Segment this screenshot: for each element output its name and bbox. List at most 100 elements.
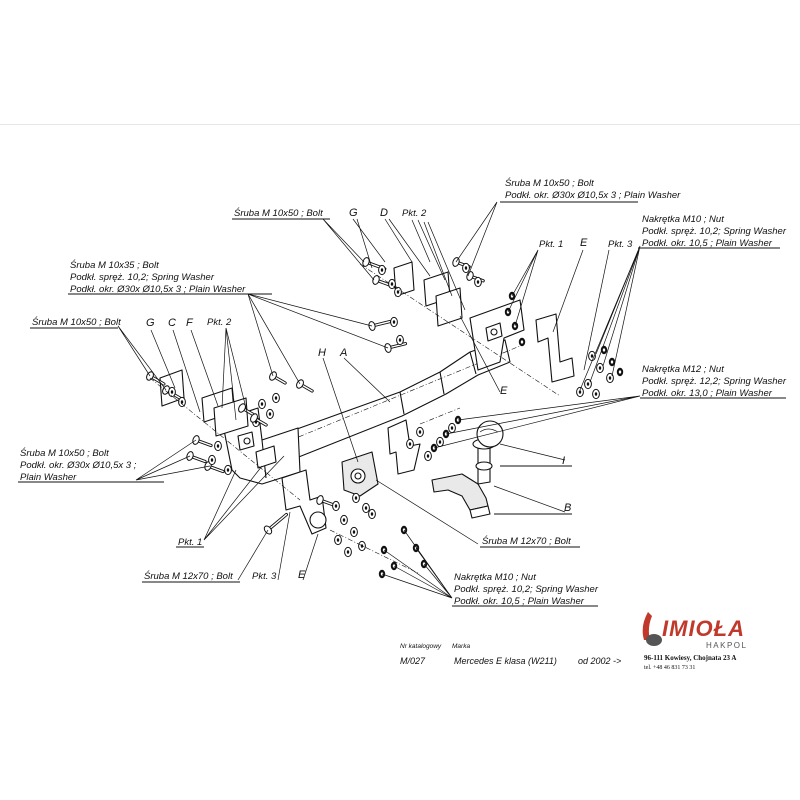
label-underlines: [18, 201, 786, 607]
washer-hole: [392, 320, 396, 324]
label-h: H: [318, 347, 326, 359]
washer-hole: [396, 290, 400, 294]
label-b: B: [564, 502, 571, 514]
fasteners: [146, 257, 624, 579]
label-nut-m12-3: Podkł. okr. 13,0 ; Plain Washer: [642, 388, 773, 399]
label-e-right: E: [580, 237, 588, 249]
washer-hole: [476, 280, 480, 284]
nut-hole: [602, 348, 606, 352]
washer-hole: [364, 506, 368, 510]
bolt-head: [238, 403, 246, 413]
bolt-head: [466, 271, 474, 281]
washer-hole: [398, 338, 402, 342]
label-bolt-10x35-1: Śruba M 10x35 ; Bolt: [70, 259, 159, 271]
label-d-top: D: [380, 207, 388, 219]
washer-hole: [260, 402, 264, 406]
washer-hole: [608, 376, 612, 380]
label-bolt-left-3: Plain Washer: [20, 472, 77, 483]
washer-hole: [170, 390, 174, 394]
bracket-e-bottom: [281, 469, 327, 535]
label-g-top: G: [349, 207, 358, 219]
washer-hole: [594, 392, 598, 396]
label-pkt3-right: Pkt. 3: [608, 239, 633, 250]
label-bolt-10x50-top: Śruba M 10x50 ; Bolt: [234, 207, 323, 219]
washer-hole: [352, 530, 356, 534]
washer-hole: [418, 430, 422, 434]
label-i: I: [562, 455, 565, 467]
logo-brand: IMIOŁA: [662, 616, 745, 641]
label-g-left: G: [146, 317, 155, 329]
label-pkt2-top: Pkt. 2: [402, 208, 427, 219]
washer-hole: [390, 282, 394, 286]
washer-hole: [336, 538, 340, 542]
logo-address: 96-111 Kowiesy, Chojnata 23 A: [644, 654, 736, 662]
label-nut-m10-r3: Podkł. okr. 10,5 ; Plain Washer: [642, 238, 773, 249]
bolt-head: [316, 495, 324, 505]
washer-hole: [216, 444, 220, 448]
nut-hole: [618, 370, 622, 374]
washer-hole: [346, 550, 350, 554]
right-plates: [393, 261, 463, 327]
label-a: A: [339, 347, 347, 359]
label-e-bottom: E: [298, 569, 306, 581]
catalog-label: Nr katalogowy: [400, 643, 442, 650]
label-c-left: C: [168, 317, 176, 329]
bolt-head: [250, 413, 258, 423]
label-bolt-10x50-left: Śruba M 10x50 ; Bolt: [32, 316, 121, 328]
logo-sub: HAKPOL: [706, 641, 747, 650]
label-pkt3-left: Pkt. 3: [252, 571, 277, 582]
label-pkt2-left: Pkt. 2: [207, 317, 232, 328]
imiola-logo: IMIOŁA HAKPOL 96-111 Kowiesy, Chojnata 2…: [642, 612, 747, 671]
label-nut-m10-b2: Podkł. spręż. 10,2; Spring Washer: [454, 584, 599, 595]
label-pkt1-right: Pkt. 1: [539, 239, 563, 250]
washer-hole: [342, 518, 346, 522]
label-f-left: F: [186, 317, 194, 329]
label-bolt-left-2: Podkł. okr. Ø30x Ø10,5x 3 ;: [20, 460, 137, 471]
bracket-e-right: [535, 313, 575, 383]
tow-ball: [431, 420, 504, 519]
logo-hook-icon: [642, 612, 652, 640]
label-bolt-right-2: Podkł. okr. Ø30x Ø10,5x 3 ; Plain Washer: [505, 190, 681, 201]
washer-hole: [380, 268, 384, 272]
brand-label: Marka: [452, 643, 470, 650]
washer-hole: [370, 512, 374, 516]
washer-hole: [274, 396, 278, 400]
washer-hole: [268, 412, 272, 416]
catalog-number: M/027: [400, 656, 426, 666]
label-bolt-right-1: Śruba M 10x50 ; Bolt: [505, 177, 594, 189]
label-nut-m12-1: Nakrętka M12 ; Nut: [642, 364, 724, 375]
washer-hole: [590, 354, 594, 358]
nut-hole: [610, 360, 614, 364]
socket-plate-h: [341, 451, 379, 497]
washer-hole: [586, 382, 590, 386]
right-bracket: [469, 299, 525, 371]
label-bolt-12x70-right: Śruba M 12x70 ; Bolt: [482, 535, 571, 547]
washer-hole: [438, 440, 442, 444]
left-plates: [159, 369, 249, 437]
car-model: Mercedes E klasa (W211): [454, 656, 557, 666]
label-nut-m12-2: Podkł. spręż. 12,2; Spring Washer: [642, 376, 787, 387]
bolt-shank-highlight: [267, 513, 288, 531]
leader-lines: [117, 201, 641, 599]
washer-hole: [426, 454, 430, 458]
washer-hole: [334, 504, 338, 508]
washer-hole: [354, 496, 358, 500]
label-nut-m10-r1: Nakrętka M10 ; Nut: [642, 214, 724, 225]
washer-hole: [360, 544, 364, 548]
model-year: od 2002 ->: [578, 656, 621, 666]
washer-hole: [464, 266, 468, 270]
washer-hole: [578, 390, 582, 394]
nut-hole: [520, 340, 524, 344]
label-bolt-10x35-2: Podkł. spręż. 10,2; Spring Washer: [70, 272, 215, 283]
logo-ball-icon: [646, 634, 662, 646]
label-e-mid: E: [500, 385, 508, 397]
label-nut-m10-r2: Podkł. spręż. 10,2; Spring Washer: [642, 226, 787, 237]
label-bolt-left-1: Śruba M 10x50 ; Bolt: [20, 447, 109, 459]
top-divider: [0, 124, 800, 125]
label-nut-m10-b3: Podkł. okr. 10,5 ; Plain Washer: [454, 596, 585, 607]
washer-hole: [180, 400, 184, 404]
washer-hole: [226, 468, 230, 472]
label-bolt-10x35-3: Podkł. okr. Ø30x Ø10,5x 3 ; Plain Washer: [70, 284, 246, 295]
washer-hole: [450, 426, 454, 430]
